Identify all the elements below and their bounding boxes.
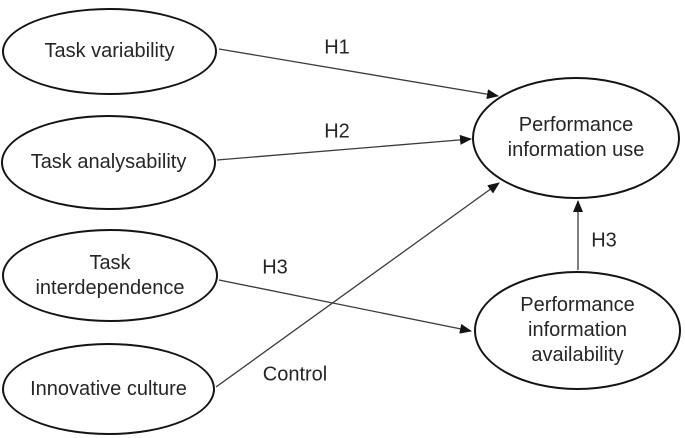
node-task-analysability: Task analysability (1, 115, 216, 210)
node-label: Innovative culture (30, 377, 187, 400)
node-label: Task interdependence (35, 251, 185, 299)
edge-label-h2: H2 (324, 120, 350, 143)
node-task-interdependence: Task interdependence (2, 229, 218, 322)
node-task-variability: Task variability (2, 8, 217, 95)
edge-arrow-h2 (216, 134, 472, 161)
edge-label-control: Control (262, 363, 328, 386)
edge-arrow-h1 (218, 48, 499, 100)
node-label: Task variability (44, 40, 175, 62)
node-performance-information-use: Performance information use (472, 77, 680, 199)
node-label: Performance information use (507, 114, 645, 161)
node-innovative-culture: Innovative culture (2, 343, 215, 435)
node-performance-information-availability: Performance information availability (474, 271, 681, 390)
edge-arrow-control (215, 182, 500, 388)
edge-label-h3-use: H3 (591, 229, 617, 252)
edge-arrow-h3-availability (218, 279, 472, 334)
node-label: Task analysability (30, 151, 187, 173)
edge-label-h3-availability: H3 (262, 256, 288, 279)
node-label: Performance information availability (520, 294, 635, 366)
edge-label-h1: H1 (324, 36, 350, 59)
